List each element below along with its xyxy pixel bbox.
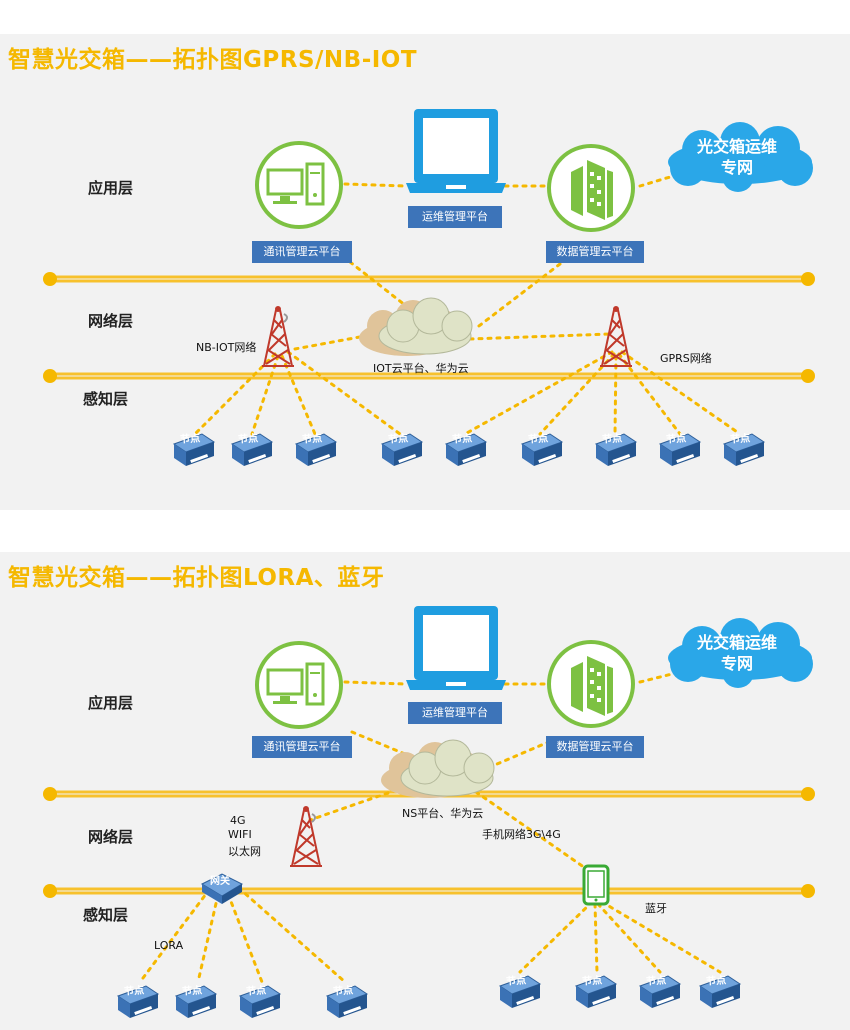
bluetooth-label: 蓝牙 — [645, 902, 667, 915]
sensor-node: 节点 — [520, 430, 564, 470]
sensor-node-label: 节点 — [387, 433, 409, 446]
computer-icon — [255, 141, 343, 229]
sensor-node-label: 节点 — [729, 433, 751, 446]
cloud-icon — [668, 618, 813, 688]
sensor-node: 节点 — [238, 982, 282, 1022]
sensor-node-label: 节点 — [332, 985, 354, 998]
nbiot-network-label: NB-IOT网络 — [196, 341, 257, 354]
sensor-node: 节点 — [380, 430, 424, 470]
sensor-node-label: 节点 — [237, 433, 259, 446]
sensor-node-label: 节点 — [181, 985, 203, 998]
sensor-node: 节点 — [174, 982, 218, 1022]
cell-tower-icon — [262, 306, 294, 367]
sensor-node: 节点 — [638, 972, 682, 1012]
iot-cloud-icon — [359, 297, 473, 356]
iot-cloud-label: IOT云平台、华为云 — [373, 362, 469, 375]
sensor-node-label: 节点 — [505, 975, 527, 988]
mobile-network-label: 手机网络3G\4G — [482, 828, 561, 841]
sensor-node: 节点 — [444, 430, 488, 470]
cell-tower-icon — [290, 806, 322, 867]
ops-platform-label: 运维管理平台 — [408, 702, 502, 724]
sensor-node: 节点 — [172, 430, 216, 470]
laptop-icon — [406, 109, 506, 193]
sensor-node-label: 节点 — [665, 433, 687, 446]
sensor-node-label: 节点 — [601, 433, 623, 446]
sensor-node-label: 节点 — [645, 975, 667, 988]
comm-platform-label: 通讯管理云平台 — [252, 241, 352, 263]
layer-label-app: 应用层 — [88, 179, 134, 197]
computer-icon — [255, 641, 343, 729]
layer-label-network: 网络层 — [88, 312, 134, 330]
ns-cloud-icon — [381, 739, 495, 798]
layer-label-sensing: 感知层 — [83, 390, 129, 408]
gateway-icon — [200, 873, 244, 904]
sensor-node: 节点 — [325, 982, 369, 1022]
sensor-node: 节点 — [230, 430, 274, 470]
sensor-node-label: 节点 — [123, 985, 145, 998]
gateway-label: 网关 — [210, 876, 230, 887]
data-platform-label: 数据管理云平台 — [546, 736, 644, 758]
lora-label: LORA — [154, 939, 184, 952]
layer-label-app: 应用层 — [88, 694, 134, 712]
sensor-node-label: 节点 — [245, 985, 267, 998]
sensor-node-label: 节点 — [527, 433, 549, 446]
sensor-node: 节点 — [594, 430, 638, 470]
data-platform-label: 数据管理云平台 — [546, 241, 644, 263]
dedicated-network-cloud-label: 光交箱运维专网 — [696, 137, 777, 177]
ops-platform-label: 运维管理平台 — [408, 206, 502, 228]
sensor-node: 节点 — [294, 430, 338, 470]
connection-lines — [43, 172, 815, 436]
topology-panel-lora-bluetooth: 智慧光交箱——拓扑图LORA、蓝牙 应用层 网络层 感知 — [0, 552, 850, 1030]
sensor-node: 节点 — [658, 430, 702, 470]
sensor-node-label: 节点 — [451, 433, 473, 446]
sensor-node: 节点 — [116, 982, 160, 1022]
topology-panel-gprs-nbiot: 智慧光交箱——拓扑图GPRS/NB-IOT 应用层 — [0, 34, 850, 510]
panel-title: 智慧光交箱——拓扑图GPRS/NB-IOT — [8, 47, 418, 73]
gprs-network-label: GPRS网络 — [660, 352, 712, 365]
layer-label-sensing: 感知层 — [83, 906, 129, 924]
cloud-icon — [668, 122, 813, 192]
sensor-node-label: 节点 — [179, 433, 201, 446]
sensor-node-label: 节点 — [705, 975, 727, 988]
sensor-node: 节点 — [574, 972, 618, 1012]
wireless-wifi-label: WIFI — [228, 828, 252, 841]
sensor-node-label: 节点 — [581, 975, 603, 988]
sensor-node: 节点 — [498, 972, 542, 1012]
sensor-node-label: 节点 — [301, 433, 323, 446]
dedicated-network-cloud-label: 光交箱运维专网 — [696, 633, 777, 673]
comm-platform-label: 通讯管理云平台 — [252, 736, 352, 758]
database-icon — [547, 144, 635, 232]
smartphone-icon — [582, 864, 610, 906]
laptop-icon — [406, 606, 506, 690]
wireless-4g-label: 4G — [230, 814, 246, 827]
layer-label-network: 网络层 — [88, 828, 134, 846]
ns-cloud-label: NS平台、华为云 — [402, 807, 484, 820]
wireless-ethernet-label: 以太网 — [228, 845, 261, 858]
cell-tower-icon — [600, 306, 632, 367]
sensor-node: 节点 — [698, 972, 742, 1012]
database-icon — [547, 640, 635, 728]
panel-title: 智慧光交箱——拓扑图LORA、蓝牙 — [8, 565, 385, 591]
sensor-node: 节点 — [722, 430, 766, 470]
